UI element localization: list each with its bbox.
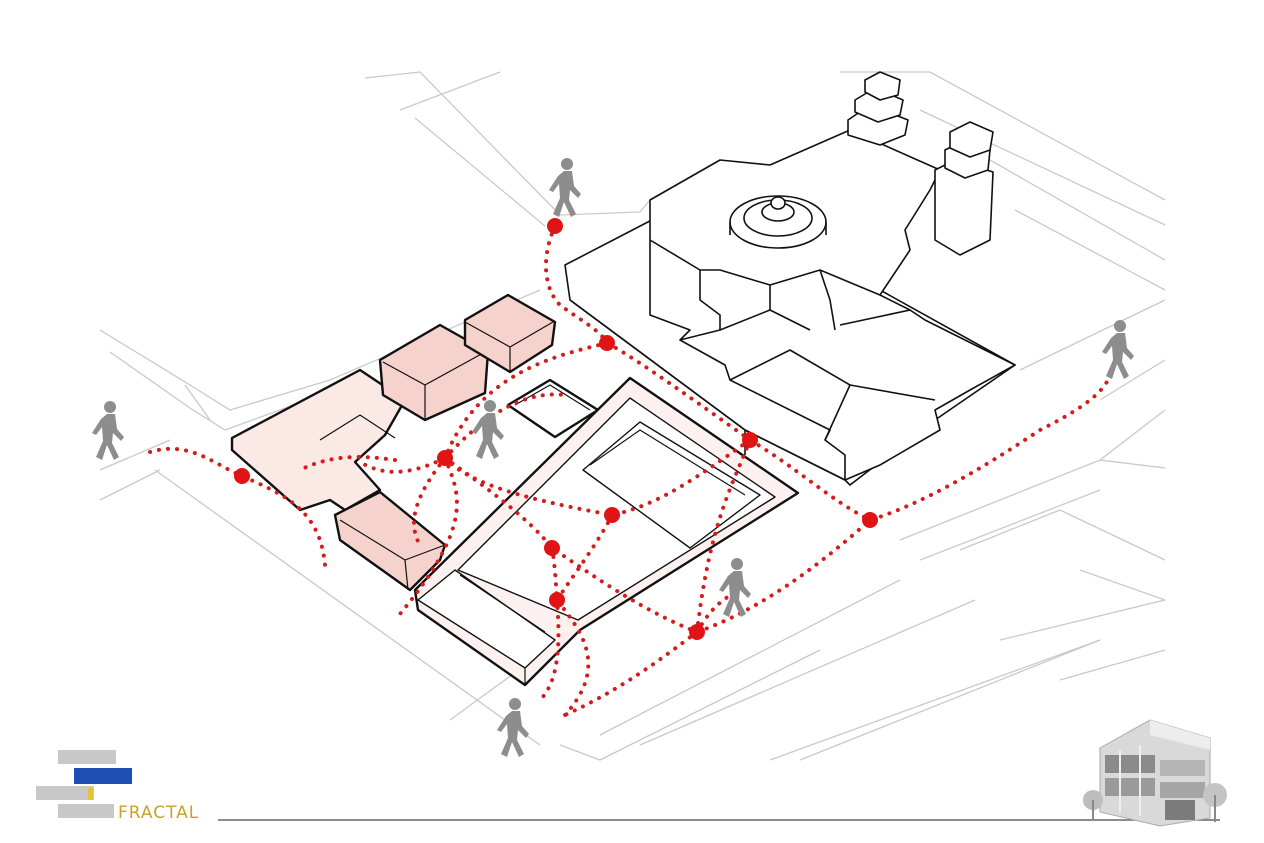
context-streets bbox=[99, 71, 1166, 761]
walking-person-icon bbox=[719, 558, 751, 617]
route-node bbox=[604, 507, 620, 523]
route-node bbox=[549, 592, 565, 608]
building-illustration bbox=[1083, 719, 1227, 827]
route-node bbox=[547, 218, 563, 234]
route-node bbox=[599, 335, 615, 351]
route-node bbox=[689, 624, 705, 640]
walking-person-icon bbox=[1102, 320, 1134, 379]
route-node bbox=[544, 540, 560, 556]
lower-volume bbox=[333, 490, 447, 592]
fractal-logo: FRACTAL bbox=[36, 750, 199, 823]
walking-person-icon bbox=[497, 698, 529, 757]
route-nodes bbox=[234, 218, 878, 640]
l-shaped-block bbox=[230, 368, 407, 512]
route-node bbox=[437, 450, 453, 466]
existing-cathedral-building bbox=[564, 71, 1016, 486]
tree-icon bbox=[1083, 790, 1103, 820]
tree-icon bbox=[1203, 783, 1227, 822]
route-node bbox=[742, 432, 758, 448]
upper-volume-1 bbox=[378, 323, 490, 422]
upper-volume-2 bbox=[463, 293, 557, 374]
brand-name: FRACTAL bbox=[118, 803, 199, 823]
route-node bbox=[234, 468, 250, 484]
walking-person-icon bbox=[92, 401, 124, 460]
route-node bbox=[862, 512, 878, 528]
walking-person-icon bbox=[472, 400, 504, 459]
